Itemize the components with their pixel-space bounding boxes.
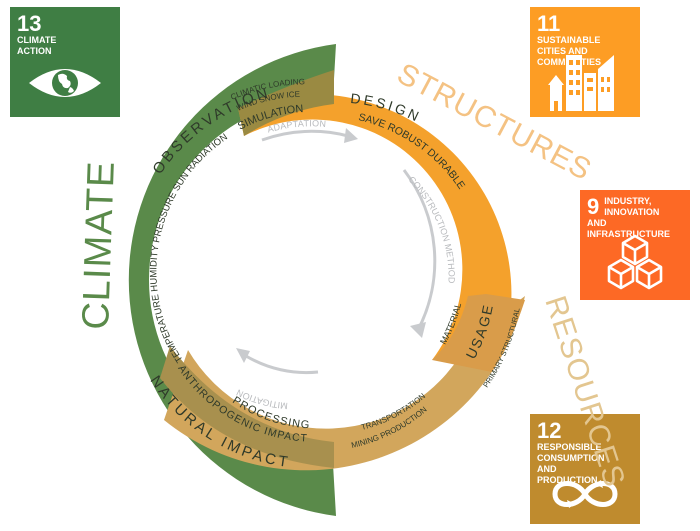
adaptation-arrowhead-icon <box>344 128 358 143</box>
overlap-anthropogenic <box>160 346 334 468</box>
construction-arrowhead-icon <box>410 322 426 338</box>
city-buildings-icon <box>548 55 614 111</box>
overlap-simulation <box>238 70 334 136</box>
sdg-13-tile: 13 CLIMATE ACTION <box>10 7 120 117</box>
sdg-9-tile: 9 INDUSTRY, INNOVATION AND INFRASTRUCTUR… <box>580 190 690 300</box>
cubes-icon <box>607 234 663 290</box>
sdg-13-label: CLIMATE ACTION <box>17 35 57 56</box>
sdg-12-number: 12 <box>537 418 562 443</box>
mitigation-arrow <box>245 354 319 375</box>
eye-globe-icon <box>29 69 101 97</box>
sdg-9-number: 9 <box>587 194 600 219</box>
mitigation-arrowhead-icon <box>236 348 250 363</box>
construction-method-arrow <box>402 169 437 331</box>
adaptation-arrow <box>261 129 349 142</box>
infinity-loop-icon <box>552 480 618 508</box>
structures-band <box>238 94 512 361</box>
sdg-12-tile: 12 RESPONSIBLE CONSUMPTION AND PRODUCTIO… <box>530 414 640 524</box>
sdg-13-number: 13 <box>17 11 42 36</box>
sdg-11-tile: 11 SUSTAINABLE CITIES AND COMMUNITIES <box>530 7 640 117</box>
overlap-usage <box>432 294 525 372</box>
label-resources: RESOURCES <box>538 292 631 492</box>
sdg-9-label: INDUSTRY, INNOVATION AND INFRASTRUCTURE <box>587 196 670 239</box>
sdg-12-label: RESPONSIBLE CONSUMPTION AND PRODUCTION <box>537 442 605 485</box>
sdg-11-number: 11 <box>537 11 561 36</box>
label-climate: CLIMATE <box>75 160 123 330</box>
